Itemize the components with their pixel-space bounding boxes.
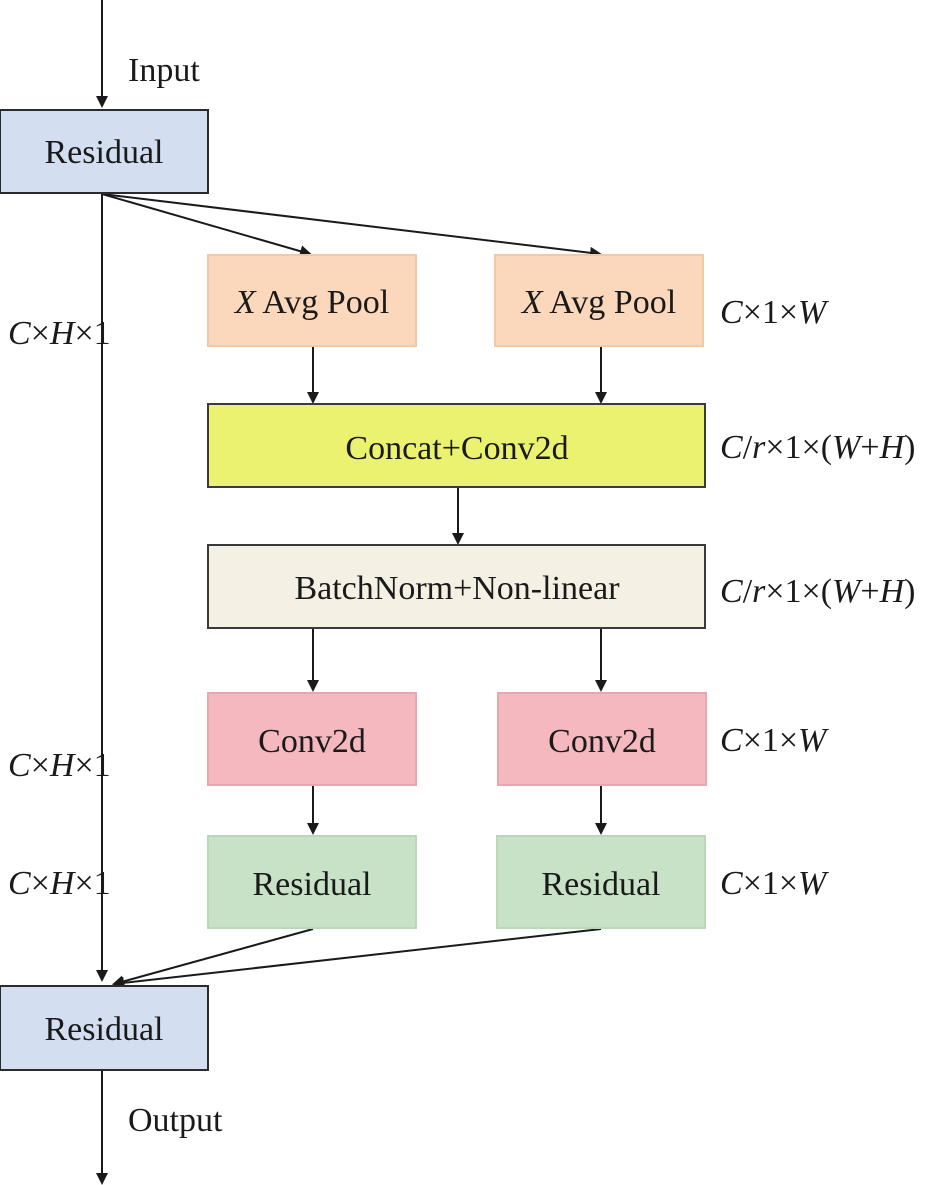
- conv-left-label: Conv2d: [258, 723, 366, 760]
- svg-text:X Avg Pool: X Avg Pool: [233, 284, 389, 321]
- node-residual-top: Residual: [0, 109, 209, 194]
- node-residual-left: Residual: [207, 835, 417, 929]
- norm-label: BatchNorm+Non-linear: [294, 570, 620, 607]
- pool-y-var: X: [520, 284, 544, 321]
- node-concat-conv2d: Concat+Conv2d: [207, 403, 706, 488]
- dim-conv: C×1×W: [720, 722, 829, 759]
- node-residual-right: Residual: [496, 835, 706, 929]
- dim-residual: C×1×W: [720, 865, 829, 902]
- dim-concat: C/r×1×(W+H): [720, 429, 915, 466]
- edge-residual-right-to-residual-bottom: [112, 928, 602, 989]
- node-conv-left: Conv2d: [207, 692, 417, 786]
- pool-y-text: Avg Pool: [543, 284, 677, 321]
- node-pool-x: X Avg Pool: [207, 254, 417, 347]
- node-batchnorm: BatchNorm+Non-linear: [207, 544, 706, 629]
- dim-skip-2: C×H×1: [8, 747, 111, 784]
- input-label: Input: [128, 52, 200, 89]
- edge-residual-left-to-residual-bottom: [112, 928, 314, 988]
- dim-skip-1: C×H×1: [8, 315, 111, 352]
- conv-right-label: Conv2d: [548, 723, 656, 760]
- residual-bottom-label: Residual: [45, 1011, 164, 1048]
- residual-right-label: Residual: [542, 866, 661, 903]
- concat-label: Concat+Conv2d: [345, 430, 568, 467]
- edge-residual-top-to-pool-x: [101, 193, 312, 257]
- pool-x-text: Avg Pool: [256, 284, 390, 321]
- output-label: Output: [128, 1102, 223, 1139]
- node-pool-y: X Avg Pool: [494, 254, 704, 347]
- edges: [96, 0, 607, 1185]
- edge-residual-top-to-pool-y: [101, 193, 602, 259]
- residual-top-label: Residual: [45, 134, 164, 171]
- dim-pool: C×1×W: [720, 294, 829, 331]
- svg-text:X Avg Pool: X Avg Pool: [520, 284, 676, 321]
- node-residual-bottom: Residual: [0, 985, 209, 1071]
- dim-norm: C/r×1×(W+H): [720, 573, 915, 610]
- pool-x-var: X: [233, 284, 257, 321]
- dim-skip-3: C×H×1: [8, 865, 111, 902]
- node-conv-right: Conv2d: [497, 692, 707, 786]
- residual-left-label: Residual: [253, 866, 372, 903]
